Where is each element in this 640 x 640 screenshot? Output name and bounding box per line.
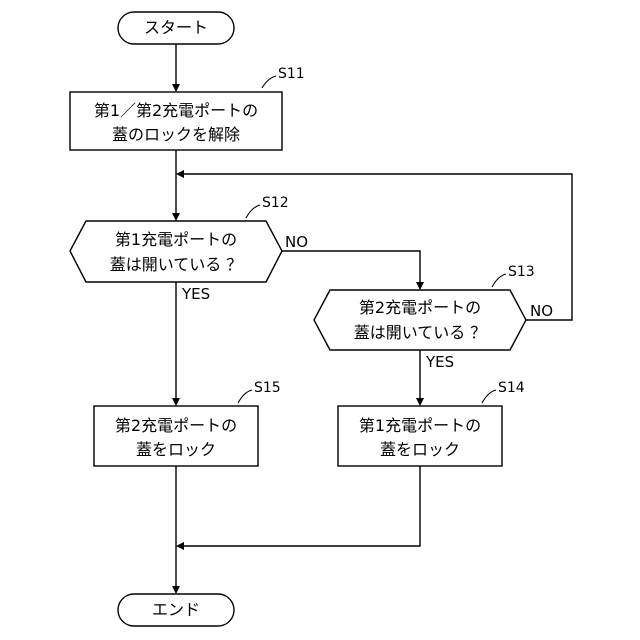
step-s15: 第2充電ポートの 蓋をロック S15 <box>94 380 281 466</box>
s13-line1: 第2充電ポートの <box>359 298 481 317</box>
s15-line1: 第2充電ポートの <box>115 416 237 435</box>
arrow-head <box>172 586 180 594</box>
end-terminal: エンド <box>118 594 234 626</box>
s13-step-label: S13 <box>508 264 535 280</box>
arrow-head <box>176 170 184 178</box>
s13-label-leader <box>492 274 506 287</box>
arrow-head <box>416 282 424 290</box>
connector-s14-merge <box>184 466 420 546</box>
s15-label-leader <box>238 390 252 403</box>
step-s14: 第1充電ポートの 蓋をロック S14 <box>338 380 525 466</box>
s15-step-label: S15 <box>254 380 281 396</box>
s14-line2: 蓋をロック <box>380 440 460 459</box>
s14-line1: 第1充電ポートの <box>359 416 481 435</box>
s12-line1: 第1充電ポートの <box>115 230 237 249</box>
s12-label-leader <box>246 205 260 218</box>
s11-label-leader <box>262 76 276 88</box>
s14-step-label: S14 <box>498 380 525 396</box>
start-terminal: スタート <box>118 12 234 44</box>
s12-yes-label: YES <box>181 285 210 303</box>
s12-step-label: S12 <box>262 195 289 211</box>
step-s11: 第1／第2充電ポートの 蓋のロックを解除 S11 <box>70 66 305 150</box>
s11-step-label: S11 <box>278 66 305 82</box>
arrow-head <box>416 398 424 406</box>
s14-label-leader <box>482 390 496 403</box>
s11-line2: 蓋のロックを解除 <box>112 125 240 144</box>
s13-no-label: NO <box>530 302 553 320</box>
s12-no-label: NO <box>285 233 308 251</box>
s12-line2: 蓋は開いている ？ <box>110 255 243 274</box>
s13-line2: 蓋は開いている ？ <box>354 323 487 342</box>
s11-line1: 第1／第2充電ポートの <box>94 101 258 120</box>
arrow-head <box>176 542 184 550</box>
step-s13: 第2充電ポートの 蓋は開いている ？ S13 NO YES <box>314 264 553 371</box>
arrow-head <box>172 84 180 92</box>
step-s12: 第1充電ポートの 蓋は開いている ？ S12 NO YES <box>70 195 308 303</box>
arrow-head <box>172 398 180 406</box>
arrow-head <box>172 213 180 221</box>
start-label: スタート <box>144 18 208 37</box>
s15-line2: 蓋をロック <box>136 440 216 459</box>
s13-yes-label: YES <box>425 353 454 371</box>
end-label: エンド <box>152 600 200 619</box>
connector-s12-no <box>281 251 420 282</box>
